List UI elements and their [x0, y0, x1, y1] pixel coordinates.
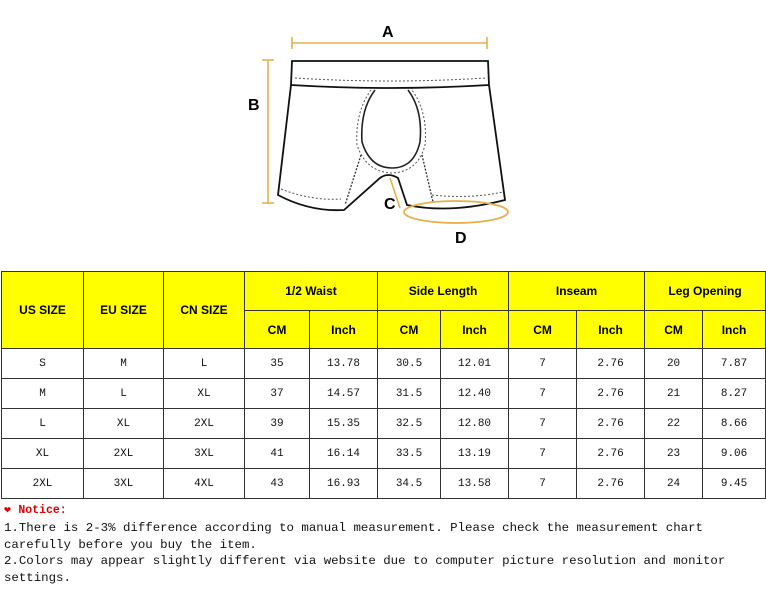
- unit-header: Inch: [702, 310, 766, 349]
- table-cell: 3XL: [83, 468, 164, 499]
- table-cell: 7: [508, 408, 578, 439]
- table-cell: S: [1, 348, 84, 379]
- measure-a: [291, 37, 488, 49]
- header-half-waist: 1/2 Waist: [243, 271, 379, 311]
- unit-header: CM: [244, 310, 310, 349]
- notice-title: Notice:: [18, 504, 67, 517]
- table-cell: 8.66: [702, 408, 766, 439]
- table-cell: 21: [644, 378, 704, 409]
- table-cell: 3XL: [163, 438, 245, 469]
- table-cell: 7: [508, 468, 578, 499]
- table-cell: XL: [83, 408, 164, 439]
- table-cell: M: [83, 348, 164, 379]
- table-cell: L: [83, 378, 164, 409]
- table-cell: 30.5: [377, 348, 442, 379]
- table-cell: 35: [244, 348, 310, 379]
- table-cell: 39: [244, 408, 310, 439]
- table-cell: 41: [244, 438, 310, 469]
- unit-header: CM: [508, 310, 578, 349]
- table-cell: 7: [508, 348, 578, 379]
- unit-header: Inch: [576, 310, 646, 349]
- table-cell: 33.5: [377, 438, 442, 469]
- measure-c: [389, 177, 401, 209]
- table-cell: L: [1, 408, 84, 439]
- note-line-2: 2.Colors may appear slightly different v…: [4, 554, 726, 586]
- table-cell: 7.87: [702, 348, 766, 379]
- table-cell: 13.78: [308, 348, 379, 379]
- table-cell: 7: [508, 438, 578, 469]
- table-cell: 14.57: [308, 378, 379, 409]
- table-cell: 4XL: [163, 468, 245, 499]
- label-c: C: [384, 196, 396, 213]
- table-cell: 2.76: [576, 408, 646, 439]
- table-cell: 8.27: [702, 378, 766, 409]
- table-cell: 12.80: [440, 408, 510, 439]
- size-chart-table: US SIZE EU SIZE CN SIZE 1/2 Waist Side L…: [1, 271, 766, 499]
- table-cell: 2XL: [163, 408, 245, 439]
- table-cell: XL: [1, 438, 84, 469]
- table-cell: 20: [644, 348, 704, 379]
- measure-b: [262, 59, 274, 204]
- table-cell: 9.45: [702, 468, 766, 499]
- header-inseam: Inseam: [508, 271, 646, 311]
- table-cell: 12.01: [440, 348, 510, 379]
- size-diagram: A B C D: [248, 24, 509, 247]
- header-us-size: US SIZE: [1, 271, 84, 349]
- note-line-1: 1.There is 2-3% difference according to …: [4, 520, 703, 552]
- table-cell: 34.5: [377, 468, 442, 499]
- table-cell: 16.93: [308, 468, 379, 499]
- table-cell: XL: [163, 378, 245, 409]
- header-side-length: Side Length: [377, 271, 510, 311]
- table-cell: 2.76: [576, 468, 646, 499]
- table-cell: 7: [508, 378, 578, 409]
- label-d: D: [455, 230, 467, 247]
- table-cell: 9.06: [702, 438, 766, 469]
- table-cell: 15.35: [308, 408, 379, 439]
- table-cell: 2XL: [1, 468, 84, 499]
- unit-header: CM: [377, 310, 442, 349]
- header-leg-opening: Leg Opening: [644, 271, 766, 311]
- table-cell: 2.76: [576, 378, 646, 409]
- header-cn-size: CN SIZE: [163, 271, 245, 349]
- table-cell: 2.76: [576, 438, 646, 469]
- unit-header: CM: [644, 310, 704, 349]
- table-cell: 13.58: [440, 468, 510, 499]
- notes-section: ❤ Notice: 1.There is 2-3% difference acc…: [4, 502, 762, 587]
- measure-d: [403, 200, 509, 224]
- unit-header: Inch: [308, 310, 379, 349]
- heart-icon: ❤: [4, 504, 11, 517]
- table-cell: M: [1, 378, 84, 409]
- table-cell: 24: [644, 468, 704, 499]
- header-eu-size: EU SIZE: [83, 271, 164, 349]
- table-cell: 22: [644, 408, 704, 439]
- table-cell: 12.40: [440, 378, 510, 409]
- table-cell: 43: [244, 468, 310, 499]
- table-cell: L: [163, 348, 245, 379]
- table-cell: 2XL: [83, 438, 164, 469]
- table-cell: 37: [244, 378, 310, 409]
- table-cell: 23: [644, 438, 704, 469]
- table-cell: 32.5: [377, 408, 442, 439]
- table-cell: 31.5: [377, 378, 442, 409]
- boxer-outline: [277, 60, 507, 212]
- label-a: A: [382, 24, 394, 41]
- table-cell: 16.14: [308, 438, 379, 469]
- label-b: B: [248, 97, 260, 114]
- table-cell: 2.76: [576, 348, 646, 379]
- table-cell: 13.19: [440, 438, 510, 469]
- unit-header: Inch: [440, 310, 510, 349]
